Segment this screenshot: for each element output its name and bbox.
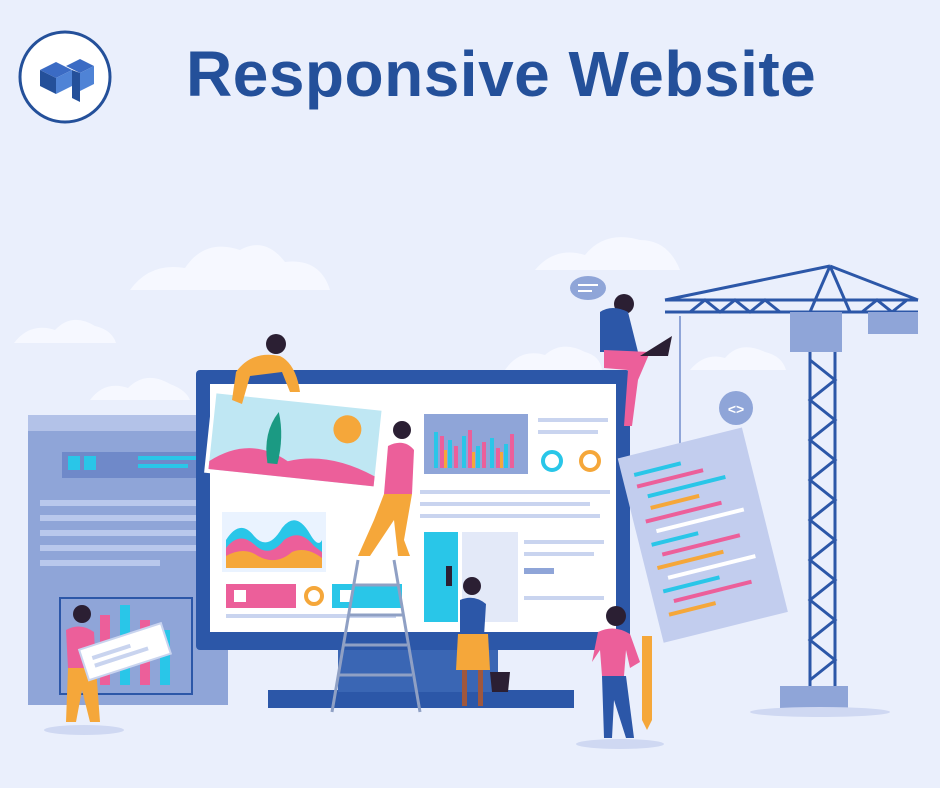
logo-icon <box>18 30 112 124</box>
image-card <box>204 389 386 491</box>
person-holding-image <box>232 334 300 404</box>
code-document <box>617 427 788 643</box>
pencil-icon <box>642 636 652 730</box>
crane-icon <box>664 264 919 708</box>
chat-bubble-icon <box>570 276 606 300</box>
person-with-laptop <box>600 294 672 426</box>
paint-roller-icon <box>446 566 452 586</box>
svg-text:<>: <> <box>728 401 744 417</box>
code-bubble-icon: <> <box>719 391 753 425</box>
person-with-pencil <box>592 606 652 738</box>
page-title: Responsive Website <box>186 38 817 110</box>
cloud-icon <box>14 237 786 400</box>
person-painting <box>446 566 510 706</box>
ladder-icon <box>330 559 422 713</box>
person-with-card <box>66 605 173 722</box>
person-on-ladder <box>358 421 414 556</box>
paint-bucket-icon <box>490 672 510 692</box>
